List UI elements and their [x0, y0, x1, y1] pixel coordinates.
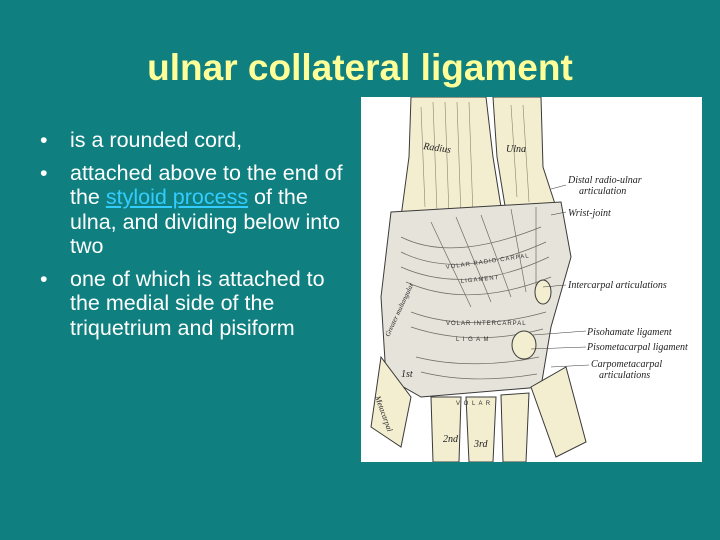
bullet-text-after: of the ulna, and dividing below into two [70, 185, 341, 258]
label-pisohamate: Pisohamate ligament [586, 327, 672, 338]
metacarpal-bones [370, 355, 587, 462]
label-distal-radio-ulnar: Distal radio-ulnar [567, 175, 642, 186]
label-carpometacarpal: Carpometacarpal [591, 359, 662, 370]
label-ligam: L I G A M [456, 337, 489, 343]
bullet-text-before: attached above to the end of the [70, 160, 343, 210]
slide-title: ulnar collateral ligament [147, 47, 573, 88]
label-intercarpal: Intercarpal articulations [567, 280, 667, 291]
label-leader-lines [530, 184, 590, 368]
label-carpometacarpal-2: articulations [599, 370, 650, 381]
label-radius: Radius [422, 141, 452, 156]
label-distal-radio-ulnar-2: articulation [579, 186, 626, 197]
bullet-item: • one of which is attached to the medial… [40, 267, 352, 341]
label-pisometacarpal: Pisometacarpal ligament [586, 342, 688, 353]
wrist-ligament-illustration: Radius Ulna Distal radio-ulnar articulat… [370, 97, 688, 462]
bullet-marker: • [40, 160, 48, 185]
label-first-metacarpal-number: 1st [401, 369, 413, 380]
carpal-bone [534, 279, 552, 305]
ligament-fibers [400, 207, 552, 380]
bullet-item: • is a rounded cord, [40, 128, 352, 153]
bullet-list: • is a rounded cord, • attached above to… [40, 128, 352, 348]
styloid-process-link[interactable]: styloid process [105, 185, 249, 209]
label-third: 3rd [473, 439, 489, 450]
label-second: 2nd [443, 434, 459, 445]
label-wrist-joint: Wrist-joint [568, 208, 611, 219]
label-ligament: LIGAMENT [461, 275, 500, 285]
bullet-text: one of which is attached to the medial s… [70, 266, 325, 340]
bullet-item: • attached above to the end of the stylo… [40, 161, 352, 259]
bullet-text: is a rounded cord, [70, 128, 243, 152]
bullet-marker: • [40, 266, 48, 291]
wrist-anatomy-figure: Radius Ulna Distal radio-ulnar articulat… [361, 97, 702, 462]
label-volar-intercarpal: VOLAR INTERCARPAL [446, 321, 527, 327]
pisiform-bone [511, 330, 537, 360]
bullet-marker: • [40, 128, 48, 152]
bone-hatching [420, 101, 530, 218]
label-volar: V O L A R [456, 401, 491, 407]
label-ulna: Ulna [506, 144, 526, 155]
